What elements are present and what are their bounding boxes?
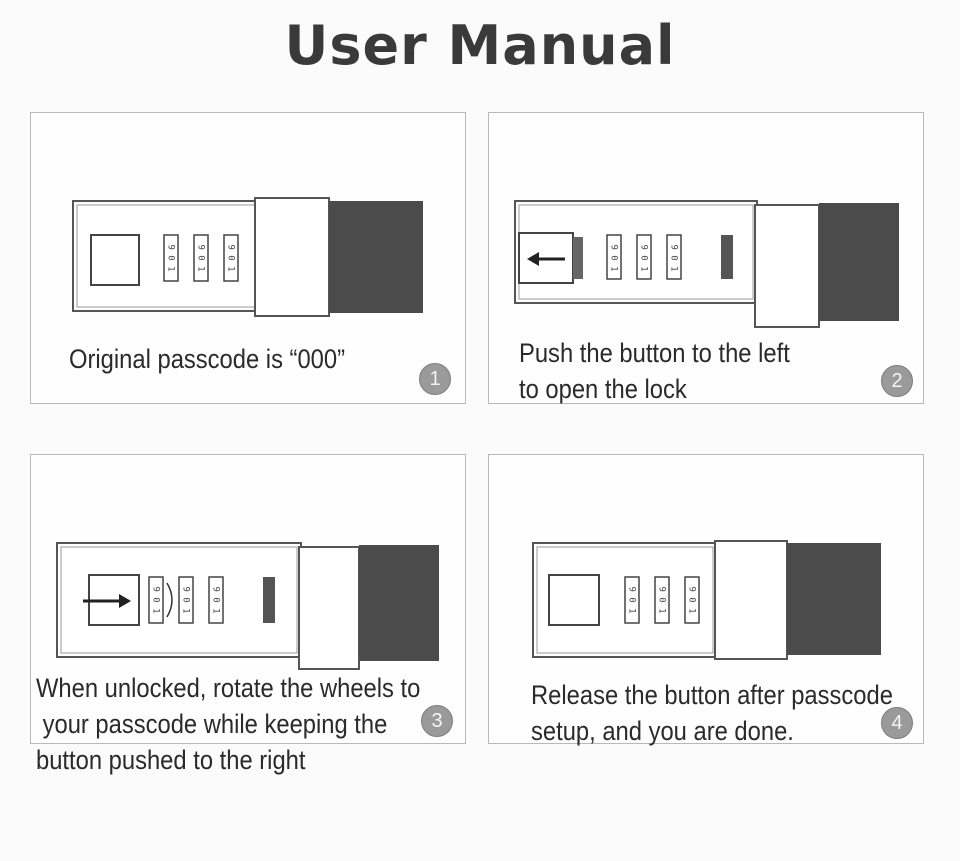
lock-illustration-closed: 9 0 1 9 0 1 9 0 1 <box>72 197 423 317</box>
wheel-digits: 9 0 1 <box>211 586 221 613</box>
lock-button <box>548 574 600 626</box>
strap <box>787 543 881 655</box>
left-arrow-icon <box>527 252 565 266</box>
lock-sleeve <box>298 546 360 670</box>
wheel-digits: 9 0 1 <box>151 586 161 613</box>
rotate-arrow-icon <box>166 582 173 618</box>
lock-sleeve <box>754 204 820 328</box>
lock-body <box>514 200 758 304</box>
wheel-digits: 9 0 1 <box>669 244 679 271</box>
combination-wheels <box>606 234 682 280</box>
step-2-badge: 2 <box>881 365 913 397</box>
step-4-badge: 4 <box>881 707 913 739</box>
lock-sleeve <box>714 540 788 660</box>
step-1-caption: Original passcode is “000” <box>69 344 346 374</box>
step-4-panel: 9 0 1 9 0 1 9 0 1 Release the button after… <box>488 454 924 746</box>
combination-wheels <box>624 576 700 624</box>
wheel-digits: 9 0 1 <box>687 586 697 613</box>
wheel-digits: 9 0 1 <box>196 244 206 271</box>
wheel-digits: 9 0 1 <box>181 586 191 613</box>
wheel-digits: 9 0 1 <box>609 244 619 271</box>
wheel-digits: 9 0 1 <box>639 244 649 271</box>
step-1-badge: 1 <box>419 363 451 395</box>
wheel-digits: 9 0 1 <box>627 586 637 613</box>
latch-pin <box>263 577 275 623</box>
lock-button <box>90 234 140 286</box>
lock-sleeve <box>254 197 330 317</box>
wheel-digits: 9 0 1 <box>657 586 667 613</box>
combination-wheels <box>148 576 224 624</box>
lock-illustration-push-right: 9 0 1 9 0 1 9 0 1 <box>56 542 439 670</box>
step-2-caption: Push the button to the left to open the … <box>519 338 790 404</box>
step-2-panel: 9 0 1 9 0 1 9 0 1 Push the button to the l… <box>488 112 924 404</box>
step-3-panel: 9 0 1 9 0 1 9 0 1 3 <box>30 454 466 744</box>
step-3-badge: 3 <box>421 705 453 737</box>
strap <box>819 203 899 321</box>
step-4-caption: Release the button after passcode setup,… <box>531 680 893 746</box>
wheel-digits: 9 0 1 <box>226 244 236 271</box>
strap <box>329 201 423 313</box>
strap <box>359 545 439 661</box>
step-3-caption: When unlocked, rotate the wheels to your… <box>36 673 421 775</box>
page-title: User Manual <box>284 14 676 77</box>
latch-pin <box>721 235 733 279</box>
step-1-panel: 9 0 1 9 0 1 9 0 1 Original passcode is “00… <box>30 112 466 404</box>
wheel-digits: 9 0 1 <box>166 244 176 271</box>
lock-illustration-push-left: 9 0 1 9 0 1 9 0 1 <box>514 200 899 328</box>
right-arrow-icon <box>83 594 131 608</box>
combination-wheels <box>163 234 239 282</box>
lock-illustration-released: 9 0 1 9 0 1 9 0 1 <box>532 540 881 660</box>
